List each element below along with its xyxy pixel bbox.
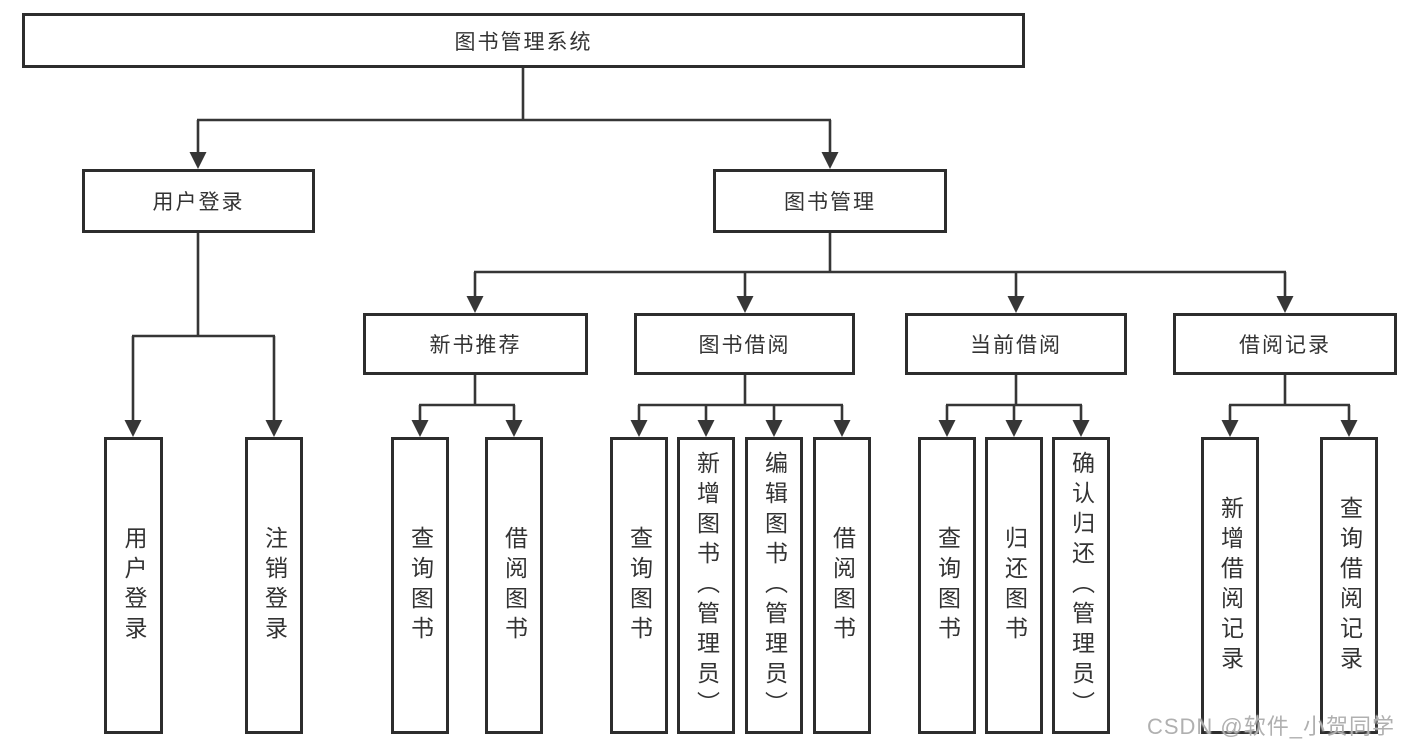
node-book-borrow: 图书借阅 (634, 313, 855, 375)
node-label: 查询图书 (626, 525, 653, 646)
node-label: 归还图书 (1001, 525, 1028, 646)
leaf-add-books-admin: 新增图书（管理员） (677, 437, 735, 734)
node-label: 新增图书（管理员） (693, 450, 720, 721)
node-label: 借阅记录 (1239, 334, 1331, 357)
leaf-query-books-2: 查询图书 (610, 437, 668, 734)
node-label: 图书借阅 (698, 334, 791, 357)
node-label: 新书推荐 (429, 334, 522, 357)
node-label: 图书管理系统 (454, 30, 593, 54)
leaf-return-books: 归还图书 (985, 437, 1043, 734)
node-label: 编辑图书（管理员） (761, 450, 788, 721)
connector-current-to-leaves (938, 375, 1090, 437)
leaf-query-books-3: 查询图书 (918, 437, 976, 734)
node-label: 注销登录 (261, 525, 288, 646)
node-borrow-record: 借阅记录 (1173, 313, 1397, 375)
connector-borrow-to-leaves (630, 375, 851, 437)
node-label: 图书管理 (784, 191, 876, 214)
connector-root-to-level1 (189, 68, 839, 169)
node-label: 查询图书 (407, 525, 434, 646)
leaf-borrow-books-2: 借阅图书 (813, 437, 871, 734)
node-label: 新增借阅记录 (1217, 495, 1244, 676)
node-system-root: 图书管理系统 (22, 13, 1025, 68)
node-book-management: 图书管理 (713, 169, 947, 233)
leaf-borrow-books-1: 借阅图书 (485, 437, 543, 734)
leaf-confirm-return-admin: 确认归还（管理员） (1052, 437, 1110, 734)
connector-records-to-leaves (1221, 375, 1358, 437)
connector-newbooks-to-leaves (411, 375, 523, 437)
node-label: 确认归还（管理员） (1068, 450, 1095, 721)
node-label: 查询借阅记录 (1336, 495, 1363, 676)
connector-bookmgmt-to-level2 (466, 233, 1294, 313)
node-label: 用户登录 (121, 525, 147, 646)
leaf-query-borrow-record: 查询借阅记录 (1320, 437, 1378, 734)
csdn-watermark: CSDN @软件_小贺同学 (1146, 714, 1395, 739)
leaf-edit-books-admin: 编辑图书（管理员） (745, 437, 803, 734)
node-label: 借阅图书 (501, 525, 528, 646)
connector-login-to-leaves (124, 233, 283, 437)
leaf-add-borrow-record: 新增借阅记录 (1201, 437, 1259, 734)
leaf-user-login: 用户登录 (104, 437, 163, 734)
node-user-login: 用户登录 (82, 169, 315, 233)
node-label: 借阅图书 (829, 525, 856, 646)
node-label: 当前借阅 (970, 334, 1062, 357)
leaf-query-books-1: 查询图书 (391, 437, 449, 734)
leaf-logout: 注销登录 (245, 437, 303, 734)
node-current-borrow: 当前借阅 (905, 313, 1127, 375)
node-label: 查询图书 (934, 525, 961, 646)
node-label: 用户登录 (152, 191, 245, 214)
node-new-book-recommend: 新书推荐 (363, 313, 588, 375)
